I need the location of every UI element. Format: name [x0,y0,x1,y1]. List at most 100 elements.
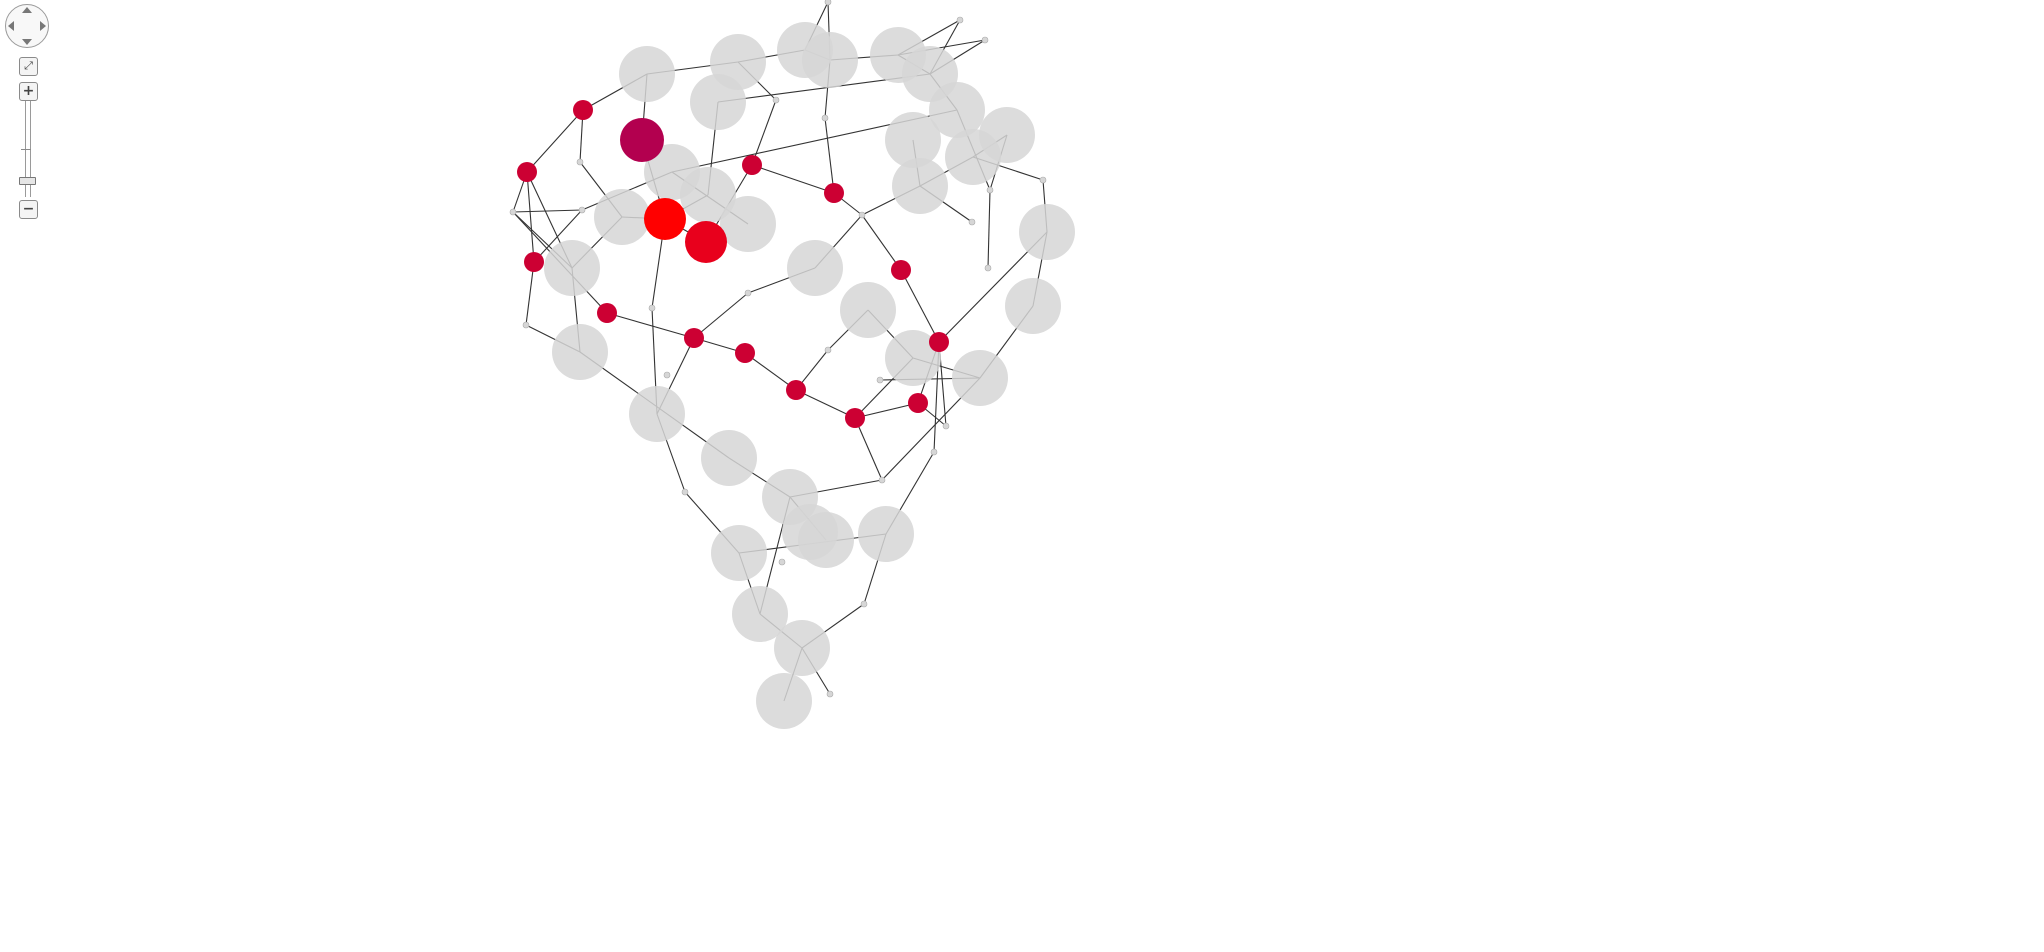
graph-node-small[interactable] [648,304,656,312]
node-circle[interactable] [981,36,989,44]
node-circle[interactable] [680,167,736,223]
node-circle[interactable] [824,346,832,354]
node-circle[interactable] [522,321,530,329]
node-circle[interactable] [984,264,992,272]
graph-node-inactive[interactable] [732,586,788,642]
graph-node-active[interactable] [824,183,844,203]
node-circle[interactable] [840,282,896,338]
graph-node-inactive[interactable] [858,506,914,562]
node-circle[interactable] [576,158,584,166]
graph-node-inactive[interactable] [1005,278,1061,334]
graph-node-inactive[interactable] [774,620,830,676]
graph-node-small[interactable] [876,376,884,384]
graph-node-inactive[interactable] [701,430,757,486]
graph-node-inactive[interactable] [929,82,985,138]
node-circle[interactable] [578,206,586,214]
pan-control[interactable] [5,4,49,48]
node-circle[interactable] [732,586,788,642]
graph-node-active[interactable] [929,332,949,352]
zoom-slider-thumb[interactable] [19,177,36,185]
graph-node-inactive[interactable] [690,74,746,130]
node-circle[interactable] [786,380,806,400]
node-circle[interactable] [956,16,964,24]
node-circle[interactable] [824,183,844,203]
graph-node-active[interactable] [742,155,762,175]
graph-node-small[interactable] [744,289,752,297]
graph-node-inactive[interactable] [945,129,1001,185]
node-circle[interactable] [930,448,938,456]
node-circle[interactable] [744,289,752,297]
graph-node-small[interactable] [522,321,530,329]
graph-node-small[interactable] [930,448,938,456]
graph-node-small[interactable] [578,206,586,214]
graph-node-active[interactable] [735,343,755,363]
graph-node-small[interactable] [956,16,964,24]
node-circle[interactable] [756,673,812,729]
graph-node-small[interactable] [1039,176,1047,184]
graph-node-small[interactable] [878,476,886,484]
node-circle[interactable] [942,422,950,430]
node-circle[interactable] [824,0,832,6]
node-circle[interactable] [876,376,884,384]
graph-node-active[interactable] [786,380,806,400]
graph-node-small[interactable] [968,218,976,226]
graph-node-small[interactable] [860,600,868,608]
graph-node-small[interactable] [821,114,829,122]
graph-node-small[interactable] [981,36,989,44]
node-circle[interactable] [648,304,656,312]
node-circle[interactable] [892,158,948,214]
node-circle[interactable] [552,324,608,380]
graph-node-inactive[interactable] [720,196,776,252]
node-circle[interactable] [1039,176,1047,184]
pan-down-icon[interactable] [22,39,32,45]
node-circle[interactable] [885,330,941,386]
node-circle[interactable] [858,211,866,219]
graph-node-inactive[interactable] [885,112,941,168]
node-circle[interactable] [798,512,854,568]
graph-node-secondary[interactable] [685,221,727,263]
graph-node-small[interactable] [858,211,866,219]
graph-node-active[interactable] [517,162,537,182]
node-circle[interactable] [701,430,757,486]
node-circle[interactable] [802,32,858,88]
node-circle[interactable] [826,690,834,698]
pan-right-icon[interactable] [40,21,46,31]
node-circle[interactable] [772,96,780,104]
graph-node-active[interactable] [597,303,617,323]
node-circle[interactable] [860,600,868,608]
graph-node-active[interactable] [891,260,911,280]
node-circle[interactable] [952,350,1008,406]
node-circle[interactable] [681,488,689,496]
graph-node-active[interactable] [684,328,704,348]
graph-node-inactive[interactable] [885,330,941,386]
graph-node-small[interactable] [984,264,992,272]
node-circle[interactable] [720,196,776,252]
graph-node-active[interactable] [908,393,928,413]
node-circle[interactable] [629,386,685,442]
node-circle[interactable] [524,252,544,272]
graph-node-inactive[interactable] [892,158,948,214]
node-circle[interactable] [620,118,664,162]
graph-node-active[interactable] [573,100,593,120]
node-circle[interactable] [908,393,928,413]
node-circle[interactable] [1005,278,1061,334]
graph-node-small[interactable] [576,158,584,166]
node-circle[interactable] [945,129,1001,185]
node-circle[interactable] [778,558,786,566]
graph-node-inactive[interactable] [756,673,812,729]
graph-node-inactive[interactable] [552,324,608,380]
node-circle[interactable] [845,408,865,428]
node-circle[interactable] [597,303,617,323]
graph-node-active[interactable] [845,408,865,428]
node-circle[interactable] [1019,204,1075,260]
node-circle[interactable] [821,114,829,122]
graph-node-small[interactable] [772,96,780,104]
node-circle[interactable] [891,260,911,280]
graph-node-inactive[interactable] [802,32,858,88]
graph-node-small[interactable] [824,0,832,6]
node-circle[interactable] [986,186,994,194]
node-circle[interactable] [878,476,886,484]
graph-node-inactive[interactable] [594,189,650,245]
node-circle[interactable] [685,221,727,263]
